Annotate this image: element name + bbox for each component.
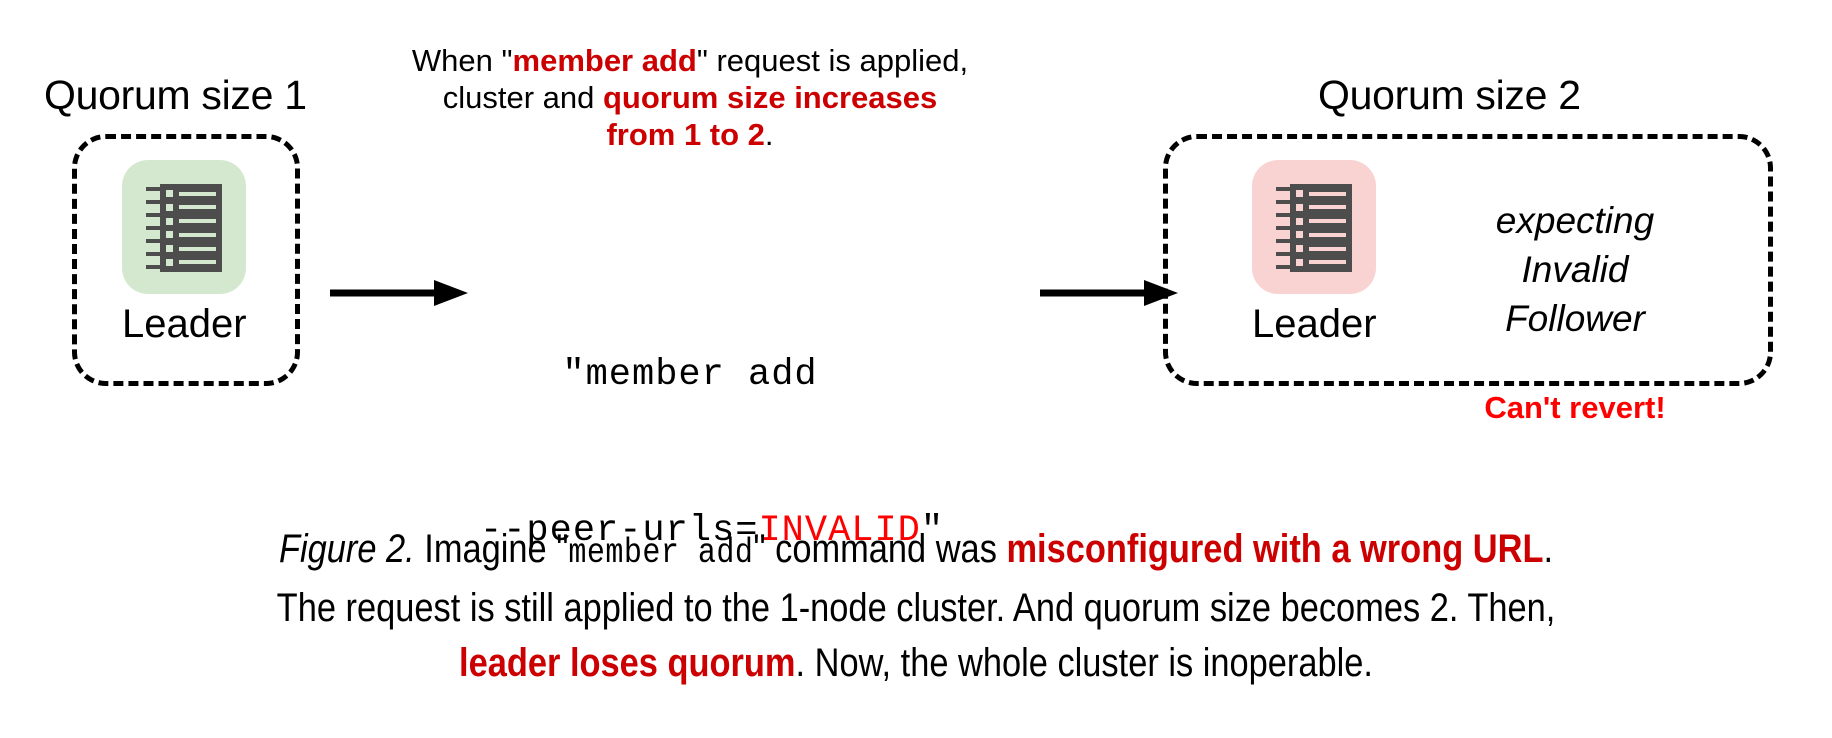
command-flag: --peer-urls= <box>480 510 759 552</box>
right-leader-label: Leader <box>1252 302 1377 346</box>
server-icon-rack <box>160 184 223 272</box>
command-line-2: --peer-urls=INVALID" <box>480 505 943 557</box>
top-note-l2b: quorum size increases <box>603 80 938 115</box>
left-leader-label: Leader <box>122 302 247 346</box>
arrow-icon <box>330 280 468 306</box>
status-line-expecting: expecting <box>1495 200 1655 241</box>
caption-l3-rest: . Now, the whole cluster is inoperable. <box>795 641 1373 685</box>
caption-l3-red: leader loses quorum <box>459 641 796 685</box>
figure-caption: Figure 2. Imagine "member add" command w… <box>128 522 1704 691</box>
top-note-l1c: " request is applied, <box>696 43 969 78</box>
server-icon-ticks <box>1276 187 1293 269</box>
caption-l1c: . <box>1543 527 1554 571</box>
caption-l1a: Imagine " <box>414 527 569 571</box>
server-icon-ticks <box>146 187 163 269</box>
top-annotation-line-2: cluster and quorum size increases <box>390 79 990 116</box>
arrow-command-to-right <box>1040 278 1180 313</box>
caption-l1b: " command was <box>753 527 1007 571</box>
server-icon-rows <box>166 190 217 266</box>
cant-revert-warning: Can't revert! <box>1484 390 1666 425</box>
caption-line-3: leader loses quorum. Now, the whole clus… <box>128 636 1704 691</box>
top-annotation-line-1: When "member add" request is applied, <box>390 42 990 79</box>
command-close-quote: " <box>920 510 945 552</box>
caption-line-2: The request is still applied to the 1-no… <box>276 586 1556 630</box>
status-line-invalid: Invalid <box>1521 249 1629 290</box>
status-line-follower: Follower <box>1505 298 1645 339</box>
right-quorum-title: Quorum size 2 <box>1318 72 1581 118</box>
server-icon-rows <box>1296 190 1347 266</box>
right-leader-node: Leader <box>1252 160 1377 347</box>
right-cluster-box <box>1163 134 1773 386</box>
top-annotation: When "member add" request is applied, cl… <box>390 42 990 153</box>
left-quorum-title: Quorum size 1 <box>44 72 307 118</box>
arrow-left-to-command <box>330 278 470 313</box>
top-note-l1b: member add <box>512 43 697 78</box>
command-text: "member add --peer-urls=INVALID" <box>480 245 943 661</box>
top-note-l1a: When " <box>411 43 513 78</box>
top-annotation-line-3: from 1 to 2. <box>390 116 990 153</box>
command-invalid-value: INVALID <box>758 510 921 552</box>
server-icon <box>1252 160 1377 294</box>
caption-command-mono: member add <box>568 533 754 573</box>
left-leader-node: Leader <box>122 160 247 347</box>
top-note-l3b: from 1 to 2 <box>606 117 765 152</box>
arrow-icon <box>1040 280 1178 306</box>
top-note-l2a: cluster and <box>442 80 603 115</box>
server-icon <box>122 160 247 294</box>
caption-figure-number: Figure 2. <box>278 527 415 571</box>
follower-status: expecting Invalid Follower <box>1425 196 1725 343</box>
caption-l1-red: misconfigured with a wrong URL <box>1006 527 1544 571</box>
command-line-1: "member add <box>562 354 818 396</box>
caption-line-1: Figure 2. Imagine "member add" command w… <box>128 522 1704 581</box>
server-icon-rack <box>1290 184 1353 272</box>
top-note-l3c: . <box>764 117 774 152</box>
left-cluster-box <box>72 134 300 386</box>
